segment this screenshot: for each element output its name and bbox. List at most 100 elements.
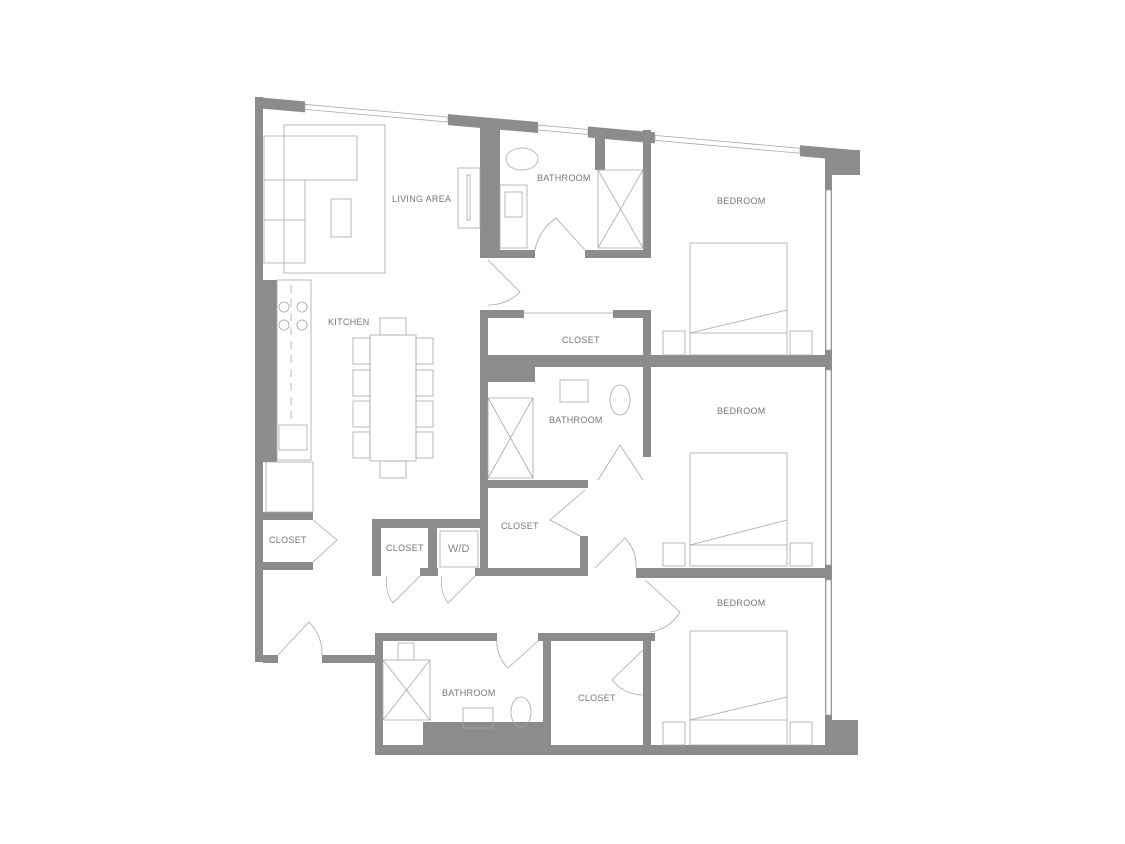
bed <box>689 630 788 746</box>
wall <box>595 130 605 170</box>
chair <box>352 369 371 397</box>
shower <box>382 659 431 721</box>
label-closet-1: CLOSET <box>562 335 600 345</box>
label-closet-2: CLOSET <box>501 521 539 531</box>
chair <box>379 317 407 336</box>
door-swing <box>611 649 644 696</box>
shower <box>597 169 644 249</box>
shower-bench <box>397 642 415 661</box>
sofa <box>263 135 358 264</box>
wall <box>488 310 524 318</box>
door-swing <box>549 489 586 537</box>
door-swing <box>534 217 586 251</box>
nightstand <box>789 542 813 567</box>
wall <box>322 655 377 663</box>
burner <box>278 319 290 331</box>
wall-bottom <box>375 745 858 755</box>
wall <box>643 310 651 360</box>
right-windows <box>825 189 832 716</box>
wall <box>420 568 438 576</box>
wall <box>423 722 545 747</box>
chair <box>415 400 434 428</box>
door-swing <box>644 579 681 633</box>
room-labels: LIVING AREA KITCHEN BATHROOM BEDROOM CLO… <box>269 173 766 703</box>
wall <box>263 512 313 520</box>
nightstand <box>662 542 686 567</box>
washer-dryer <box>439 530 479 568</box>
toilet <box>510 696 532 728</box>
nightstand <box>789 330 813 356</box>
wall-segment <box>255 97 305 113</box>
door-swing <box>594 537 637 569</box>
window <box>304 103 449 123</box>
chair <box>352 431 371 459</box>
nightstand <box>662 330 686 356</box>
tv <box>466 174 471 221</box>
window <box>537 124 589 135</box>
chair <box>379 460 407 479</box>
wall <box>263 562 313 570</box>
wall <box>643 641 651 747</box>
wall <box>480 127 500 257</box>
toilet <box>505 147 539 171</box>
label-bathroom-2: BATHROOM <box>549 415 603 425</box>
burner <box>278 301 290 313</box>
nightstand <box>789 721 813 746</box>
burner <box>296 319 308 331</box>
burner <box>296 301 308 313</box>
label-closet-3: CLOSET <box>578 693 616 703</box>
window <box>825 369 832 566</box>
wall <box>263 655 278 663</box>
kitchen-sink <box>278 424 308 451</box>
label-closet-entry: CLOSET <box>269 535 307 545</box>
counter <box>276 279 312 461</box>
label-bedroom-3: BEDROOM <box>717 598 766 608</box>
bed <box>689 452 788 567</box>
wall <box>825 150 860 175</box>
chair <box>352 337 371 365</box>
wall <box>538 633 655 641</box>
furniture <box>263 124 813 746</box>
wall <box>488 367 535 382</box>
wall <box>585 250 651 258</box>
rug <box>283 124 386 274</box>
wall <box>543 641 551 747</box>
door-swing <box>496 640 539 669</box>
wall-left <box>255 97 263 662</box>
wall <box>372 519 482 528</box>
door-swing <box>386 575 421 604</box>
sink <box>462 707 494 729</box>
door-swing <box>487 259 521 306</box>
wall <box>428 528 437 576</box>
door-swing <box>441 575 476 604</box>
label-bedroom-1: BEDROOM <box>717 196 766 206</box>
window <box>654 134 801 154</box>
wall <box>636 568 832 578</box>
chair <box>415 337 434 365</box>
label-bedroom-2: BEDROOM <box>717 406 766 416</box>
wall <box>580 536 588 576</box>
chair <box>352 400 371 428</box>
door-swing <box>597 444 644 481</box>
exterior-wall-top <box>255 97 860 162</box>
label-bathroom-1: BATHROOM <box>537 173 591 183</box>
wall <box>643 130 651 258</box>
vanity <box>499 184 528 249</box>
door-swing <box>312 519 338 563</box>
wall <box>480 250 535 258</box>
wall <box>375 633 497 641</box>
dining-table <box>369 334 417 462</box>
label-living-area: LIVING AREA <box>392 194 451 204</box>
wall <box>488 355 832 367</box>
window <box>825 579 832 716</box>
toilet <box>609 384 631 416</box>
tv-console <box>457 167 481 229</box>
sink <box>559 379 589 403</box>
label-washer-dryer: W/D <box>448 543 469 555</box>
shower <box>487 397 534 479</box>
window <box>825 189 832 351</box>
label-closet-hall: CLOSET <box>386 543 424 553</box>
wall <box>488 480 588 488</box>
wall <box>480 310 488 576</box>
